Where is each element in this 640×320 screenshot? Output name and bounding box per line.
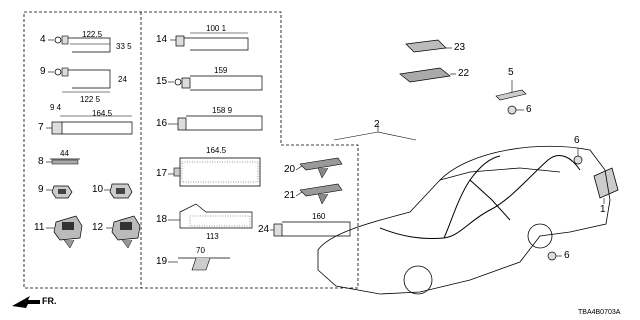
callout-14: 14 — [156, 34, 168, 45]
part-15-clip — [174, 75, 263, 91]
callout-10: 10 — [92, 184, 104, 195]
part-23-pad — [405, 39, 447, 53]
callout-19: 19 — [156, 256, 168, 267]
callout-21: 21 — [284, 190, 296, 201]
part-14-clip — [175, 32, 249, 51]
callout-1: 1 — [600, 204, 606, 215]
callout-12: 12 — [92, 222, 104, 233]
dimension-8-length: 44 — [60, 149, 69, 158]
bolt-6-bottom — [547, 251, 557, 261]
dimension-4-length: 122 5 — [80, 95, 101, 104]
dimension-3-height: 33 5 — [116, 42, 132, 51]
callout-6-bottom: 6 — [564, 250, 570, 261]
dimension-15-length: 159 — [214, 66, 228, 75]
part-8-tie — [50, 158, 80, 165]
callout-23: 23 — [454, 42, 466, 53]
dimension-7-length: 164.5 — [92, 109, 113, 118]
part-18-clip — [179, 203, 253, 229]
callout-5: 5 — [508, 67, 514, 78]
dimension-3-length: 122.5 — [82, 30, 103, 39]
dimension-17-length: 164.5 — [206, 146, 227, 155]
part-5-bracket — [495, 89, 527, 101]
callout-18: 18 — [156, 214, 168, 225]
part-17-tape — [173, 157, 261, 187]
part-9-clip — [51, 185, 73, 199]
callout-17: 17 — [156, 168, 168, 179]
callout-20: 20 — [284, 164, 296, 175]
part-16-clip — [177, 115, 263, 131]
part-21-clip — [299, 183, 343, 205]
dimension-18-length: 113 — [206, 232, 219, 241]
car-outline — [317, 145, 611, 295]
callout-24: 24 — [258, 224, 270, 235]
part-12-clip — [111, 215, 141, 249]
callout-4: 9 — [40, 66, 46, 77]
callout-7: 7 — [38, 122, 44, 133]
part-3-clip — [54, 35, 111, 53]
direction-label: FR. — [42, 296, 57, 306]
callout-9: 9 — [38, 184, 44, 195]
dimension-7-offset: 9 4 — [50, 103, 62, 112]
callout-22: 22 — [458, 68, 470, 79]
bolt-6-top — [507, 105, 517, 115]
part-10-clip — [109, 183, 133, 199]
dimension-4-height: 24 — [118, 75, 127, 84]
callout-16: 16 — [156, 118, 168, 129]
part-20-clip — [299, 157, 343, 179]
bolt-6-right — [573, 155, 583, 165]
callout-11: 11 — [34, 222, 45, 233]
callout-15: 15 — [156, 76, 168, 87]
callout-6-top: 6 — [526, 104, 532, 115]
part-code: TBA4B0703A — [578, 309, 621, 316]
callout-3: 4 — [40, 34, 46, 45]
part-19-clip — [178, 257, 230, 271]
part-22-pad — [399, 67, 451, 83]
part-11-clip — [53, 215, 83, 249]
dimension-24-length: 160 — [312, 212, 326, 221]
dimension-16-length: 158 9 — [212, 106, 233, 115]
part-7-clip — [51, 115, 133, 135]
dimension-14-length: 100 1 — [206, 24, 227, 33]
fr-arrow-icon — [12, 296, 40, 308]
callout-8: 8 — [38, 156, 44, 167]
part-1-module — [593, 167, 619, 199]
part-24-clip — [273, 221, 351, 237]
parts-frame — [23, 11, 359, 289]
part-4-clip — [54, 67, 111, 93]
callout-6-right: 6 — [574, 135, 580, 146]
callout-2: 2 — [374, 119, 380, 130]
dimension-19-length: 70 — [196, 246, 205, 255]
wire-harness — [379, 155, 581, 239]
